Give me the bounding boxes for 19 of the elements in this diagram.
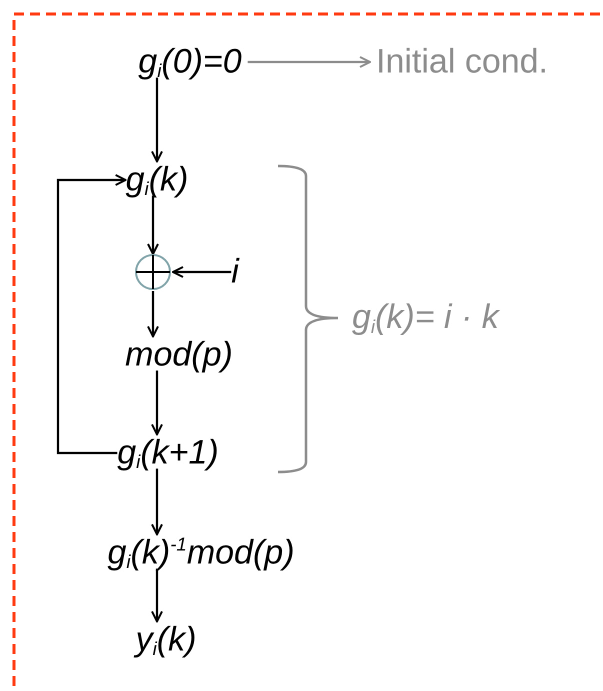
math-text: y$_{i}$(k) <box>136 620 196 660</box>
arrow <box>147 196 159 255</box>
formula-text: g$_{i}$(k)= i · k <box>352 298 499 338</box>
note-text: Initial cond. <box>376 42 548 82</box>
arrow <box>172 266 232 278</box>
math-text: i <box>231 252 239 292</box>
arrow <box>151 568 163 622</box>
arrow <box>56 174 127 454</box>
arrow <box>248 56 371 68</box>
math-text: g$_{i}$(k+1) <box>117 433 219 473</box>
math-text: g$_{i}$(k) <box>126 160 188 200</box>
arrow <box>151 370 163 436</box>
math-text: g$_{i}$(0)=0 <box>138 42 242 82</box>
math-text: g$_{i}$(k)$^{-1}$mod(p) <box>107 533 295 573</box>
summing-junction <box>134 253 172 291</box>
arrow <box>151 468 163 536</box>
math-text: mod(p) <box>125 335 233 375</box>
arrow <box>147 291 159 338</box>
arrow <box>151 78 163 162</box>
